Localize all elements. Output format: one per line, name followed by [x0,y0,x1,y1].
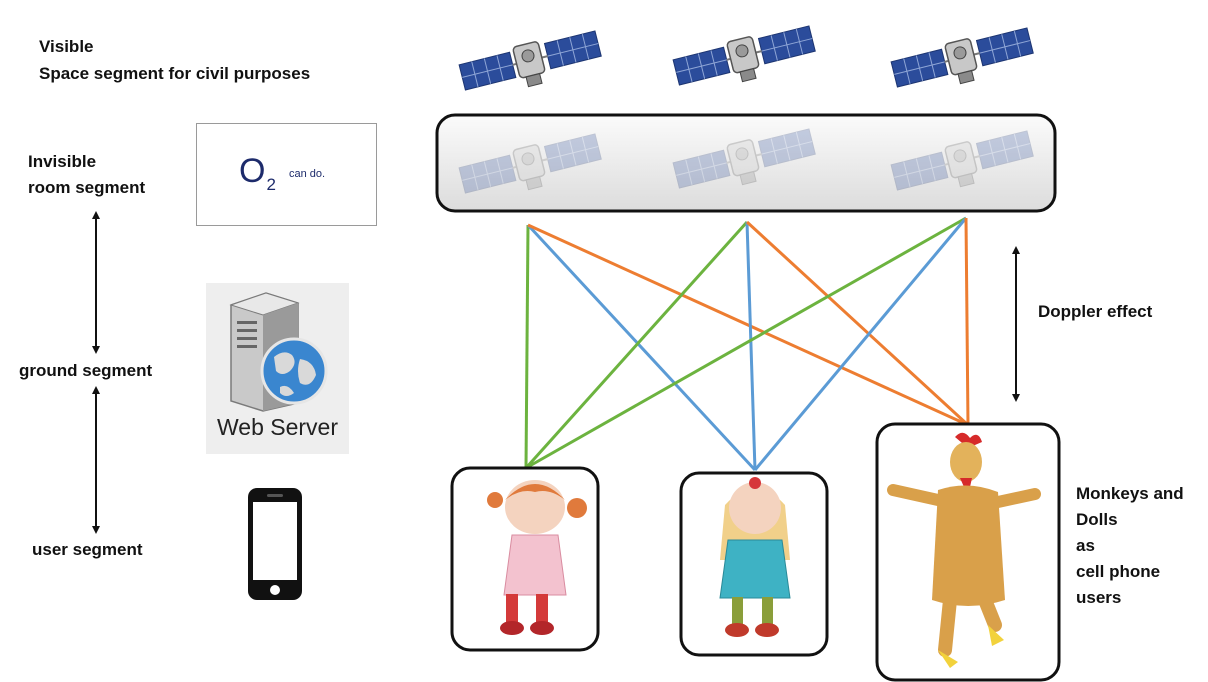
link-orange [745,220,970,427]
link-green [525,216,967,470]
link-blue [753,217,968,471]
smartphone-icon [248,488,302,600]
link-orange [527,223,969,427]
users-caption-line5: users [1076,588,1122,607]
satellite-icon [671,21,820,98]
o2-logo-box: O2 can do. [196,123,377,226]
chicken-costume-figure [875,422,1061,682]
link-green [524,224,530,469]
link-green [524,220,749,470]
link-orange [964,217,970,426]
invisible-label: Invisible [28,152,97,171]
satellite-icon [889,23,1038,100]
ground-segment-label: ground segment [19,361,153,380]
o2-logo: O2 [239,152,276,194]
visible-label: Visible [39,37,94,56]
satellite-icon [457,26,606,103]
users-caption-line1: Monkeys and [1076,484,1184,503]
web-server-label: Web Server [216,414,338,440]
link-lines [524,216,970,472]
o2-tagline: can do. [289,168,326,180]
space-segment-label: Space segment for civil purposes [39,64,311,83]
web-server-box: Web Server [206,283,349,454]
users-caption-line4: cell phone [1076,562,1161,581]
globe-icon [260,337,328,405]
room-segment-label: room segment [28,178,146,197]
invisible-room-segment-band [435,113,1057,213]
doll-figure [679,471,829,657]
users-caption-line3: as [1076,536,1095,555]
link-blue [745,221,757,471]
link-blue [526,223,757,472]
user-segment-label: user segment [32,540,143,559]
doppler-effect-label: Doppler effect [1038,302,1153,321]
users-caption-line2: Dolls [1076,510,1118,529]
doll-figure [450,466,600,652]
